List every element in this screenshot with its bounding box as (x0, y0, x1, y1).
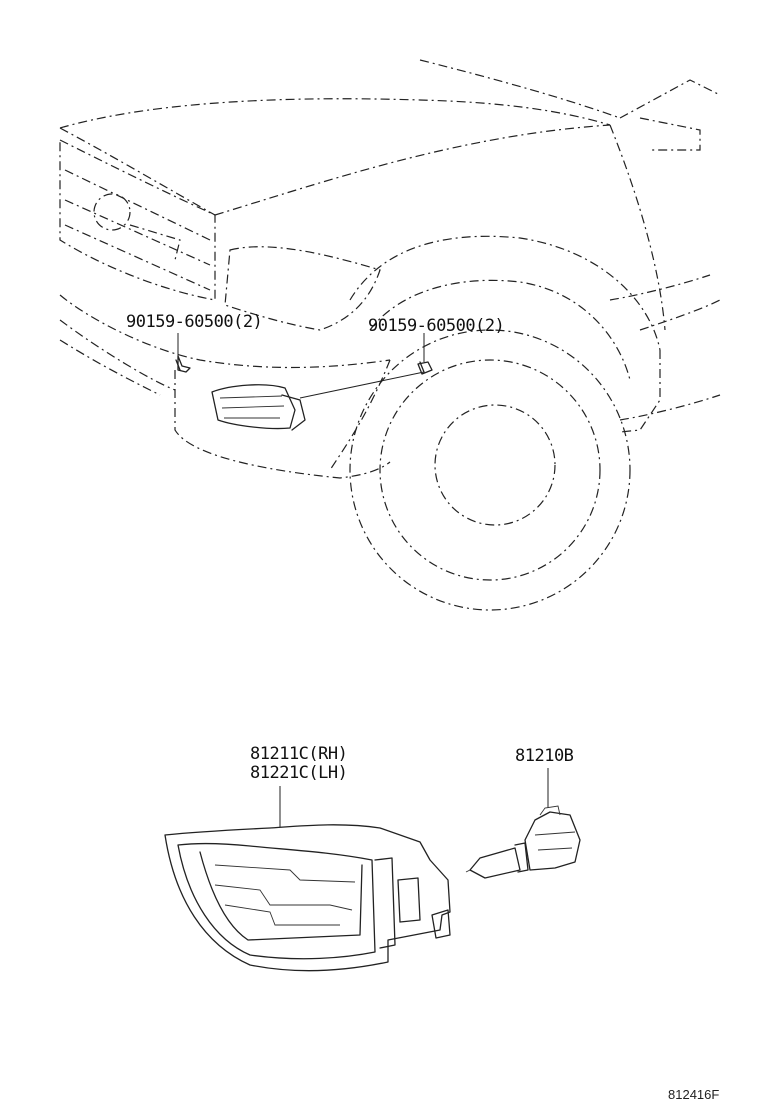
bulb-part-number[interactable]: 81210B (515, 746, 574, 766)
vehicle-outline (59, 59, 721, 611)
screw-icon (175, 355, 191, 373)
fog-lamp-lh-part-number[interactable]: 81221C(LH) (250, 763, 348, 783)
screw-part-number-right[interactable]: 90159-60500(2) (368, 316, 505, 336)
screw-icon (417, 361, 433, 375)
fog-lamp-rh-part-number[interactable]: 81211C(RH) (250, 744, 348, 764)
screw-part-number-left[interactable]: 90159-60500(2) (126, 312, 263, 332)
bulb-icon (465, 768, 581, 879)
fog-lamp-assembly (164, 786, 451, 972)
upper-leaders (177, 333, 425, 399)
figure-code: 812416F (668, 1087, 720, 1102)
